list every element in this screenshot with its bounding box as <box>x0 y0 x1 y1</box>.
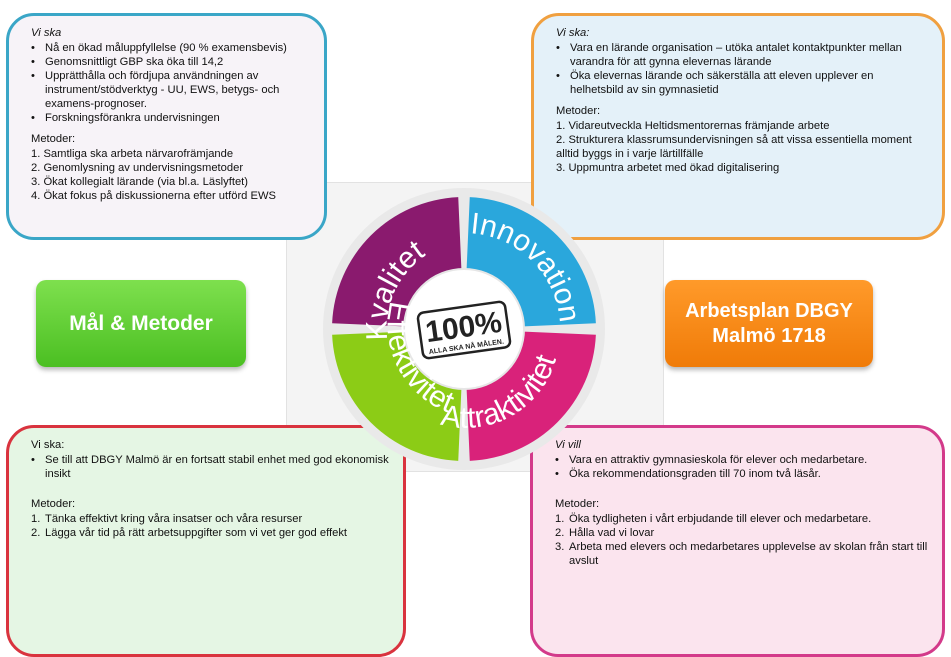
effektivitet-segment <box>332 331 462 461</box>
list-item: Nå en ökad måluppfyllelse (90 % examensb… <box>31 41 310 55</box>
list-text: Arbeta med elevers och medarbetares uppl… <box>569 541 928 567</box>
list-item: Upprätthålla och fördjupa användningen a… <box>31 69 310 111</box>
list-item: Genomsnittligt GBP ska öka till 14,2 <box>31 55 310 69</box>
list-item: Öka rekommendationsgraden till 70 inom t… <box>555 467 928 481</box>
effektivitet-goals-box: Vi ska: Se till att DBGY Malmö är en for… <box>6 425 406 657</box>
methods-list: 1. Samtliga ska arbeta närvarofrämjande … <box>31 147 310 203</box>
list-item: 2. Strukturera klassrumsundervisningen s… <box>556 134 912 160</box>
list-item: Öka elevernas lärande och säkerställa at… <box>556 69 928 97</box>
list-item: 2. Genomlysning av undervisningsmetoder <box>31 162 244 174</box>
list-item: 1. Samtliga ska arbeta närvarofrämjande <box>31 148 234 160</box>
box-heading: Vi ska: <box>31 439 65 451</box>
methods-title: Metoder: <box>556 105 601 117</box>
list-item: 1. Vidareutveckla Heltidsmentorernas frä… <box>556 120 830 132</box>
list-text: Hålla vad vi lovar <box>569 527 655 539</box>
list-number: 1. <box>31 513 41 525</box>
mal-metoder-label: Mål & Metoder <box>36 280 246 367</box>
arbetsplan-text: Arbetsplan DBGY Malmö 1718 <box>685 299 853 349</box>
kvalitet-goals-box: Vi ska Nå en ökad måluppfyllelse (90 % e… <box>6 13 327 240</box>
list-number: 1. <box>555 513 565 525</box>
innovation-goals-box: Vi ska: Vara en lärande organisation – u… <box>531 13 945 240</box>
methods-list: 1. Vidareutveckla Heltidsmentorernas frä… <box>556 119 928 175</box>
arbetsplan-line1: Arbetsplan DBGY <box>685 299 853 322</box>
list-number: 2. <box>555 527 565 539</box>
list-item: Se till att DBGY Malmö är en fortsatt st… <box>31 453 389 481</box>
hundred-percent-logo: 100% ALLA SKA NÅ MÅLEN. <box>416 300 512 360</box>
list-text: Öka tydligheten i vårt erbjudande till e… <box>569 513 872 525</box>
methods-list: 1. Öka tydligheten i vårt erbjudande till… <box>555 512 928 568</box>
goals-list: Nå en ökad måluppfyllelse (90 % examensb… <box>31 41 310 125</box>
innovation-segment <box>466 197 596 327</box>
list-text: Lägga vår tid på rätt arbetsuppgifter so… <box>45 527 348 539</box>
kvalitet-segment <box>332 197 462 327</box>
list-item: 1. Tänka effektivt kring våra insatser oc… <box>31 512 389 526</box>
list-item: 1. Öka tydligheten i vårt erbjudande till… <box>555 512 928 526</box>
list-number: 2. <box>31 527 41 539</box>
list-item: 2. Hålla vad vi lovar <box>555 526 928 540</box>
box-heading: Vi ska <box>31 27 62 39</box>
methods-list: 1. Tänka effektivt kring våra insatser oc… <box>31 512 389 540</box>
values-wheel: Kvalitet Innovation Effektivitet Attrakt… <box>323 188 605 470</box>
list-item: 4. Ökat fokus på diskussionerna efter ut… <box>31 190 276 202</box>
box-heading: Vi vill <box>555 439 581 451</box>
list-number: 3. <box>555 541 565 553</box>
list-item: Forskningsförankra undervisningen <box>31 111 310 125</box>
goals-list: Se till att DBGY Malmö är en fortsatt st… <box>31 453 389 481</box>
list-item: 3. Uppmuntra arbetet med ökad digitalise… <box>556 162 780 174</box>
arbetsplan-label: Arbetsplan DBGY Malmö 1718 <box>665 280 873 367</box>
list-item: 3. Ökat kollegialt lärande (via bl.a. Lä… <box>31 176 249 188</box>
goals-list: Vara en lärande organisation – utöka ant… <box>556 41 928 97</box>
methods-title: Metoder: <box>31 498 76 510</box>
list-item: Vara en lärande organisation – utöka ant… <box>556 41 928 69</box>
attraktivitet-goals-box: Vi vill Vara en attraktiv gymnasieskola … <box>530 425 945 657</box>
list-text: Tänka effektivt kring våra insatser och … <box>45 513 303 525</box>
list-item: 2. Lägga vår tid på rätt arbetsuppgifter … <box>31 526 389 540</box>
methods-title: Metoder: <box>555 498 600 510</box>
attraktivitet-segment <box>466 331 596 461</box>
arbetsplan-line2: Malmö 1718 <box>712 324 826 347</box>
list-item: 3. Arbeta med elevers och medarbetares up… <box>555 540 928 568</box>
list-item: Vara en attraktiv gymnasieskola för elev… <box>555 453 928 467</box>
mal-metoder-text: Mål & Metoder <box>69 311 213 335</box>
methods-title: Metoder: <box>31 133 76 145</box>
box-heading: Vi ska: <box>556 27 590 39</box>
goals-list: Vara en attraktiv gymnasieskola för elev… <box>555 453 928 481</box>
